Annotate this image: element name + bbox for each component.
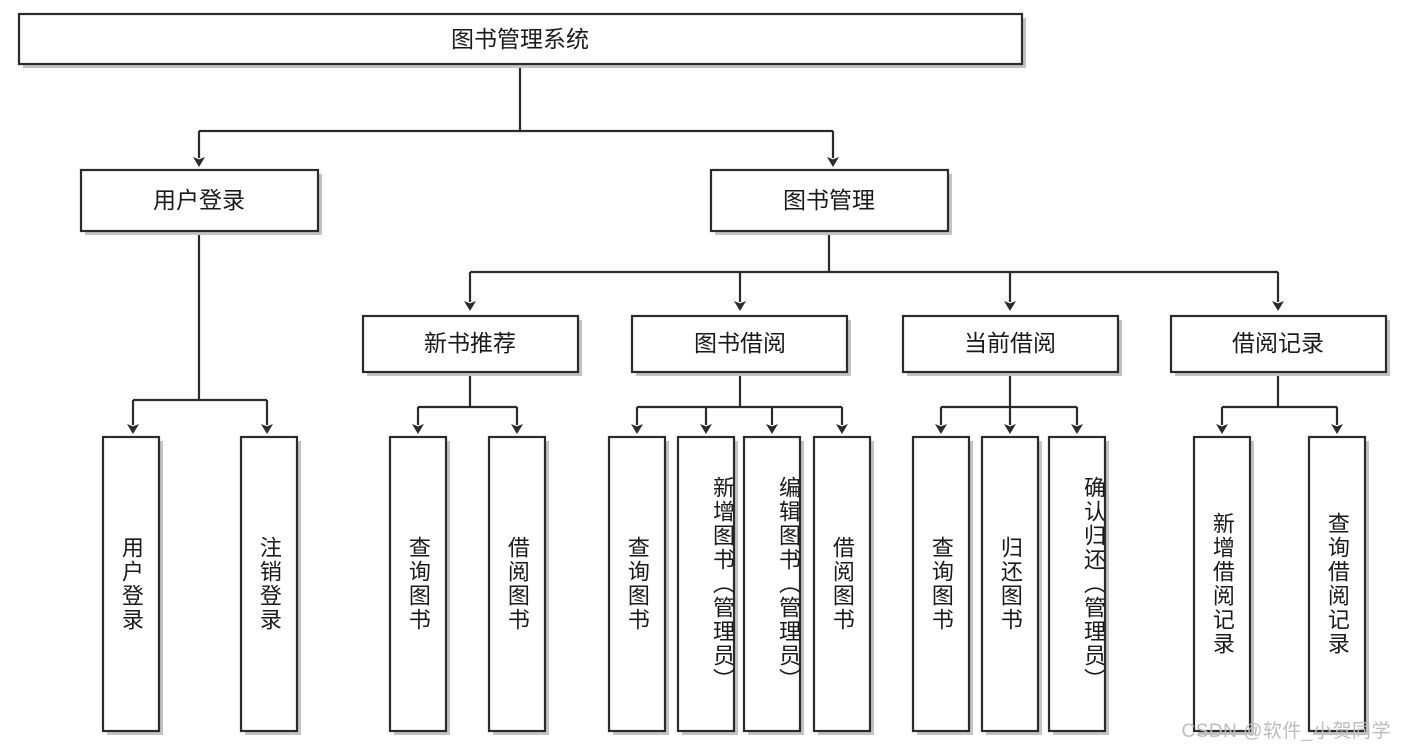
node-book-borrow-label: 图书借阅: [694, 330, 786, 356]
node-root[interactable]: 图书管理系统: [17, 12, 1026, 68]
watermark-text: CSDN @软件_小贺同学: [1181, 721, 1391, 742]
node-user-login[interactable]: 用户登录: [79, 168, 322, 235]
leafbox-query-record[interactable]: [1307, 435, 1369, 735]
leafbox-query-book-1[interactable]: [388, 435, 450, 735]
leafbox-borrow-book-2[interactable]: [812, 435, 874, 735]
leafbox-edit-book[interactable]: [742, 435, 804, 735]
leafbox-confirm-return[interactable]: [1047, 435, 1109, 735]
node-root-label: 图书管理系统: [451, 26, 589, 52]
node-book-manage[interactable]: 图书管理: [709, 168, 952, 235]
node-book-borrow[interactable]: 图书借阅: [630, 314, 851, 376]
connector-group: [127, 68, 1343, 434]
leafbox-logout[interactable]: [239, 435, 301, 735]
leafbox-query-book-3[interactable]: [911, 435, 973, 735]
node-new-book-rec[interactable]: 新书推荐: [361, 314, 582, 376]
node-new-book-rec-label: 新书推荐: [424, 330, 516, 356]
node-borrow-record-label: 借阅记录: [1232, 330, 1324, 356]
leafbox-borrow-book-1[interactable]: [487, 435, 549, 735]
leafbox-query-book-2[interactable]: [607, 435, 669, 735]
leaf-box-group: [101, 435, 1369, 735]
leafbox-add-record[interactable]: [1192, 435, 1254, 735]
leafbox-user-login[interactable]: [101, 435, 163, 735]
leafbox-add-book[interactable]: [676, 435, 738, 735]
node-book-manage-label: 图书管理: [783, 187, 875, 213]
node-user-login-label: 用户登录: [153, 187, 245, 213]
node-current-borrow-label: 当前借阅: [964, 330, 1056, 356]
node-borrow-record[interactable]: 借阅记录: [1169, 314, 1390, 376]
node-current-borrow[interactable]: 当前借阅: [901, 314, 1122, 376]
leafbox-return-book[interactable]: [980, 435, 1042, 735]
